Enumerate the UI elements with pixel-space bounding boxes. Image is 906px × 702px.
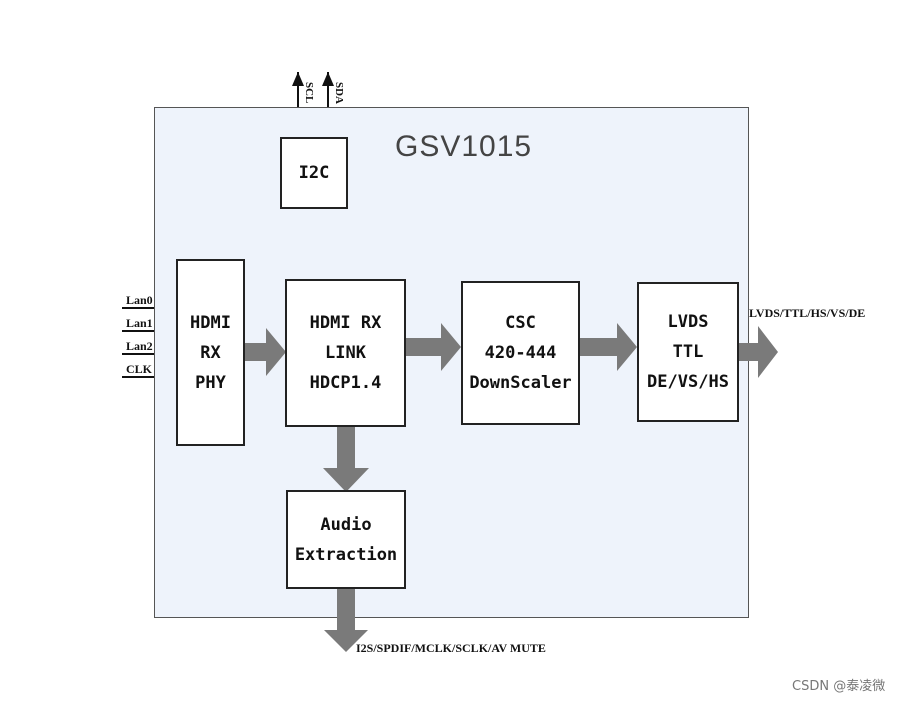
lvds-line-2: TTL <box>672 342 704 362</box>
csc-line-2: 420-444 <box>484 343 557 363</box>
i2c-block: I2C <box>280 137 348 209</box>
lvds-block: LVDS TTL DE/VS/HS <box>637 282 739 422</box>
pin-label-scl: SCL <box>303 82 315 104</box>
arrow-audio-out <box>324 588 368 652</box>
arrow-link-to-csc <box>405 323 461 371</box>
chip-title: GSV1015 <box>395 130 533 163</box>
phy-line-3: PHY <box>195 372 226 393</box>
phy-line-1: HDMI <box>190 312 231 333</box>
arrow-phy-to-link <box>244 328 286 376</box>
lvds-line-3: DE/VS/HS <box>647 372 729 392</box>
i2c-label: I2C <box>298 163 330 183</box>
arrow-link-to-audio <box>323 426 369 492</box>
audio-extraction-block: Audio Extraction <box>286 490 406 589</box>
link-line-1: HDMI RX <box>309 313 382 333</box>
watermark: CSDN @泰凌微 <box>792 679 886 694</box>
arrow-csc-to-lvds <box>579 323 637 371</box>
input-label-lan2: Lan2 <box>126 339 153 353</box>
input-label-lan0: Lan0 <box>126 293 153 307</box>
video-output-label: LVDS/TTL/HS/VS/DE <box>749 306 866 320</box>
input-label-clk: CLK <box>126 362 153 376</box>
csc-line-1: CSC <box>505 313 536 333</box>
arrow-lvds-out <box>738 326 778 378</box>
phy-line-2: RX <box>200 342 221 363</box>
hdmi-rx-link-block: HDMI RX LINK HDCP1.4 <box>285 279 406 427</box>
csc-block: CSC 420-444 DownScaler <box>461 281 580 425</box>
audio-output-label: I2S/SPDIF/MCLK/SCLK/AV MUTE <box>356 641 546 655</box>
audio-line-1: Audio <box>320 514 372 535</box>
hdmi-rx-phy-block: HDMI RX PHY <box>176 259 245 446</box>
csc-line-3: DownScaler <box>469 373 572 393</box>
lvds-line-1: LVDS <box>667 312 709 332</box>
audio-line-2: Extraction <box>294 544 398 565</box>
input-label-lan1: Lan1 <box>126 316 153 330</box>
link-line-2: LINK <box>325 343 366 363</box>
pin-label-sda: SDA <box>333 82 345 105</box>
link-line-3: HDCP1.4 <box>309 373 382 393</box>
